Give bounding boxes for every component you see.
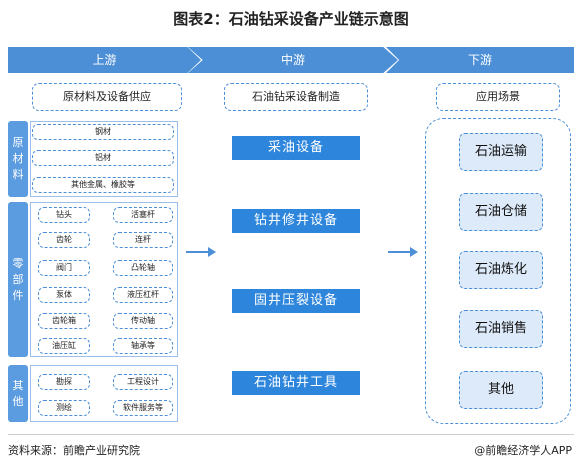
midstream-header: 石油钻采设备制造 — [224, 83, 368, 111]
chip-other: 勘探 — [38, 374, 90, 390]
downstream-header: 应用场景 — [436, 83, 560, 111]
stage-upstream-band: 上游 — [8, 47, 201, 73]
chip-component: 轴承等 — [113, 338, 173, 354]
chip-component: 齿轮箱 — [38, 313, 90, 329]
footer-divider — [8, 434, 574, 435]
chip-component: 齿轮 — [38, 232, 90, 248]
application-item: 石油销售 — [459, 310, 543, 348]
chip-raw-material: 铝材 — [32, 150, 174, 166]
chip-other: 测绘 — [38, 400, 90, 416]
group-label-raw-materials: 原 材 料 — [8, 121, 28, 197]
source-note: 资料来源：前瞻产业研究院 — [8, 444, 140, 457]
chip-component: 油压缸 — [38, 338, 90, 354]
page-title: 图表2：石油钻采设备产业链示意图 — [173, 10, 409, 28]
flow-arrow-head-icon — [410, 247, 418, 257]
chip-component: 凸轮轴 — [113, 260, 173, 276]
application-item: 石油炼化 — [459, 251, 543, 289]
chip-component: 钻头 — [38, 207, 90, 223]
chip-component: 阀门 — [38, 260, 90, 276]
chip-component: 液压杠杆 — [113, 287, 173, 303]
midstream-item: 固井压裂设备 — [232, 289, 360, 313]
midstream-item: 采油设备 — [232, 136, 360, 160]
flow-arrow-line — [186, 251, 210, 253]
application-item: 其他 — [459, 371, 543, 409]
chip-component: 连杆 — [113, 232, 173, 248]
chip-component: 活塞杆 — [113, 207, 173, 223]
group-label-components: 零 部 件 — [8, 202, 28, 357]
group-label-text: 零 部 件 — [12, 256, 24, 302]
midstream-item: 钻井修井设备 — [232, 209, 360, 233]
chip-other: 软件服务等 — [113, 400, 173, 416]
midstream-item: 石油钻井工具 — [232, 371, 360, 395]
credit-note: @前瞻经济学人APP — [474, 444, 572, 457]
group-label-text: 其 他 — [12, 378, 24, 408]
group-label-other: 其 他 — [8, 365, 28, 422]
flow-arrow-line — [388, 251, 412, 253]
chip-component: 泵体 — [38, 287, 90, 303]
application-item: 石油仓储 — [459, 193, 543, 231]
chip-other: 工程设计 — [113, 374, 173, 390]
components-box — [30, 202, 178, 357]
stage-downstream-band: 下游 — [386, 47, 574, 73]
flow-arrow-head-icon — [208, 247, 216, 257]
chip-raw-material: 钢材 — [32, 124, 174, 140]
application-item: 石油运输 — [459, 133, 543, 171]
chip-raw-material: 其他金属、橡胶等 — [32, 177, 174, 193]
chip-component: 传动轴 — [113, 313, 173, 329]
stage-midstream-band: 中游 — [188, 47, 398, 73]
upstream-header: 原材料及设备供应 — [32, 83, 182, 111]
downstream-container — [425, 118, 571, 424]
group-label-text: 原 材 料 — [12, 136, 24, 181]
